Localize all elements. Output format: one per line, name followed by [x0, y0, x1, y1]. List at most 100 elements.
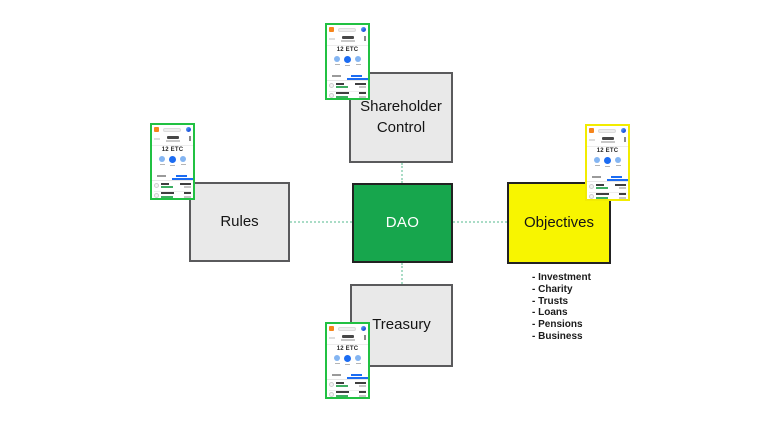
divider [327, 343, 368, 345]
menu-dots-icon [189, 136, 191, 141]
tab-active-underline [607, 179, 628, 181]
back-link-bar [588, 139, 595, 141]
divider [327, 44, 368, 46]
account-address-bar [600, 141, 615, 143]
account-avatar-icon [186, 127, 191, 132]
list-item: - Charity [532, 283, 573, 295]
list-item: - Loans [532, 307, 568, 319]
divider [589, 191, 626, 192]
divider [587, 145, 628, 147]
buy-action-icon [334, 355, 340, 364]
menu-dots-icon [624, 137, 626, 142]
tab-active-underline [172, 178, 193, 180]
divider [329, 389, 366, 390]
node-label: Shareholder Control [360, 98, 442, 136]
account-name-bar [166, 136, 179, 139]
divider [152, 144, 193, 146]
metamask-fox-icon [154, 127, 159, 132]
tab-activity-bar [176, 174, 187, 177]
tab-active-underline [347, 377, 368, 379]
tab-tokens-bar [157, 174, 166, 177]
list-item: - Business [532, 330, 583, 342]
menu-dots-icon [364, 36, 366, 41]
swap-action-icon [615, 157, 621, 166]
network-pill [163, 127, 181, 132]
node-label: Objectives [523, 213, 595, 231]
list-item: - Pensions [532, 319, 583, 331]
wallet-balance: 12 ETC [596, 148, 619, 154]
wallet-action-buttons [327, 56, 368, 72]
wallet-thumbnail-objectives: 12 ETC [585, 124, 630, 201]
token-icon [329, 382, 334, 387]
node-dao: DAO [352, 183, 453, 263]
tab-activity-bar [611, 175, 622, 178]
back-link-bar [153, 138, 160, 140]
account-address-bar [340, 40, 355, 42]
network-pill [338, 27, 356, 32]
tab-tokens-bar [592, 175, 601, 178]
tab-activity-bar [351, 373, 362, 376]
send-action-icon [169, 156, 176, 166]
activity-row [589, 183, 626, 191]
divider [329, 90, 366, 91]
divider [327, 379, 368, 380]
connector-shareholder-dao [401, 163, 403, 183]
account-name-bar [341, 36, 354, 39]
metamask-fox-icon [589, 128, 594, 133]
divider [154, 190, 191, 191]
list-item: - Trusts [532, 295, 569, 307]
account-name-bar [341, 335, 354, 338]
metamask-fox-icon [329, 27, 334, 32]
divider [152, 180, 193, 181]
divider [587, 181, 628, 182]
token-icon [154, 183, 159, 188]
buy-action-icon [159, 156, 165, 165]
list-item: - Investment [532, 272, 591, 283]
back-link-bar [328, 337, 335, 339]
activity-row [154, 192, 191, 199]
account-address-bar [340, 339, 355, 341]
network-pill [598, 128, 616, 133]
token-icon [154, 192, 159, 198]
send-action-icon [604, 157, 611, 167]
account-avatar-icon [621, 128, 626, 133]
node-rules: Rules [189, 182, 290, 262]
wallet-balance: 12 ETC [161, 147, 184, 153]
wallet-action-buttons [587, 157, 628, 173]
token-icon [589, 184, 594, 189]
wallet-thumbnail-rules: 12 ETC [150, 123, 195, 200]
node-label: DAO [385, 213, 420, 231]
buy-action-icon [334, 56, 340, 65]
back-link-bar [328, 38, 335, 40]
token-icon [329, 92, 334, 98]
token-icon [329, 83, 334, 88]
wallet-action-buttons [327, 355, 368, 371]
wallet-action-buttons [152, 156, 193, 172]
tab-activity-bar [351, 74, 362, 77]
token-icon [329, 391, 334, 397]
token-icon [589, 193, 594, 199]
activity-row [154, 182, 191, 190]
account-address-bar [165, 140, 180, 142]
wallet-thumbnail-treasury: 12 ETC [325, 322, 370, 399]
connector-dao-objectives [453, 221, 507, 223]
wallet-balance: 12 ETC [336, 346, 359, 352]
tab-active-underline [347, 78, 368, 80]
account-avatar-icon [361, 326, 366, 331]
swap-action-icon [355, 355, 361, 364]
network-pill [338, 326, 356, 331]
swap-action-icon [355, 56, 361, 65]
activity-row [589, 193, 626, 200]
send-action-icon [344, 355, 351, 365]
send-action-icon [344, 56, 351, 66]
activity-row [329, 82, 366, 90]
activity-row [329, 92, 366, 99]
swap-action-icon [180, 156, 186, 165]
divider [327, 80, 368, 81]
menu-dots-icon [364, 335, 366, 340]
node-shareholder-control: Shareholder Control [349, 72, 453, 163]
node-label: Treasury [372, 316, 431, 334]
wallet-thumbnail-shareholder: 12 ETC [325, 23, 370, 100]
connector-dao-treasury [401, 263, 403, 284]
